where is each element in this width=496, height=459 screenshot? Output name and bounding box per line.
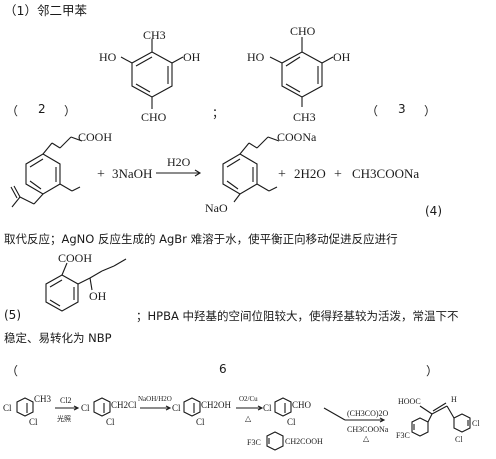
product-cl-right: Cl xyxy=(472,419,480,428)
coreactant-ch2cooh: CH2COOH xyxy=(285,437,323,446)
condition-h2o: H2O xyxy=(167,155,191,169)
section4-number: (4) xyxy=(425,204,442,218)
molecule-a-bottom: CHO xyxy=(141,110,167,124)
molecule-b-right: OH xyxy=(333,50,351,64)
section5-number: (5) xyxy=(4,308,21,322)
arrow3-bottom: △ xyxy=(245,414,252,423)
synthesis-step4-molecule: Cl CHO Cl xyxy=(263,397,312,427)
section3-open-paren: （ xyxy=(366,104,379,118)
product-coona: COONa xyxy=(277,130,317,144)
byproduct-sodium-acetate: CH3COONa xyxy=(352,166,419,181)
section5-text-line1: ；HPBA 中羟基的空间位阻较大，使得羟基较为活泼，常温下不 xyxy=(136,309,459,323)
section2-number: 2 xyxy=(38,102,46,116)
synthesis-step2-molecule: Cl CH2Cl Cl xyxy=(81,397,137,427)
arrow1-bottom: 光照 xyxy=(57,414,71,423)
section6-open-paren: （ xyxy=(6,364,19,378)
step4-cho: CHO xyxy=(292,400,312,410)
section1-label: （1）邻二甲苯 xyxy=(4,3,87,18)
plus-1: + xyxy=(97,167,105,182)
section2-open-paren: （ xyxy=(6,104,19,118)
synthesis-step1-molecule: Cl CH3 Cl xyxy=(3,394,52,427)
product-hooc: HOOC xyxy=(398,397,421,406)
arrow1-top: Cl2 xyxy=(60,396,72,405)
arrow4-top: (CH3CO)2O xyxy=(347,409,389,418)
synthesis-step3-molecule: Cl CH2OH Cl xyxy=(172,397,232,427)
step3-cl-bottom: Cl xyxy=(196,417,205,427)
section2-close-paren: ） xyxy=(64,104,77,118)
section6-close-paren: ） xyxy=(426,364,439,378)
step1-ch3: CH3 xyxy=(34,394,52,404)
reactant-cooh: COOH xyxy=(78,130,112,144)
step2-cl-bottom: Cl xyxy=(106,417,115,427)
section4-text: 取代反应；AgNO 反应生成的 AgBr 难溶于水，使平衡正向移动促进反应进行 xyxy=(4,232,398,246)
product-f3c: F3C xyxy=(396,431,410,440)
section6-number: 6 xyxy=(219,362,227,376)
reactant-molecule: COOH xyxy=(10,130,112,208)
molecule-b: CHO HO OH CH3 xyxy=(247,24,351,124)
molecule-a: CH3 HO OH CHO xyxy=(99,28,201,124)
arrow2-top: NaOH/H2O xyxy=(138,395,172,403)
product-nao: NaO xyxy=(205,201,228,215)
step3-ch2oh: CH2OH xyxy=(201,400,232,410)
step2-cl-left: Cl xyxy=(81,403,90,413)
step4-cl-left: Cl xyxy=(263,403,272,413)
molecule-a-top: CH3 xyxy=(143,28,166,42)
step1-cl-left: Cl xyxy=(3,403,12,413)
section5-oh: OH xyxy=(89,289,107,303)
arrow4-delta: △ xyxy=(363,434,370,443)
arrow3-top: O2/Cu xyxy=(239,395,258,403)
section2-separator: ； xyxy=(212,106,225,120)
byproduct-water: 2H2O xyxy=(294,166,326,181)
section3-number: 3 xyxy=(398,102,406,116)
product-h: H xyxy=(451,395,457,404)
section3-close-paren: ） xyxy=(424,104,437,118)
reagent-naoh: 3NaOH xyxy=(112,166,152,181)
step1-cl-bottom: Cl xyxy=(29,417,38,427)
plus-2: + xyxy=(278,167,286,182)
step4-cl-bottom: Cl xyxy=(287,417,296,427)
molecule-b-left: HO xyxy=(247,50,265,64)
section5-cooh: COOH xyxy=(58,251,92,265)
molecule-b-top: CHO xyxy=(290,24,316,38)
synthesis-coreactant: F3C CH2COOH xyxy=(247,431,323,451)
synthesis-final-product: HOOC H F3C Cl Cl xyxy=(396,395,480,444)
plus-3: + xyxy=(334,167,342,182)
molecule-a-left: HO xyxy=(99,50,117,64)
arrow4-bottom: CH3COONa xyxy=(347,425,389,434)
step3-cl-left: Cl xyxy=(172,403,181,413)
section5-text-line2: 稳定、易转化为 NBP xyxy=(4,331,112,345)
molecule-b-bottom: CH3 xyxy=(293,110,316,124)
molecule-a-right: OH xyxy=(183,50,201,64)
step2-ch2cl: CH2Cl xyxy=(111,400,137,410)
product-cl-bottom: Cl xyxy=(455,435,463,444)
coreactant-f3c: F3C xyxy=(247,438,261,447)
product-molecule: COONa NaO xyxy=(205,130,317,215)
